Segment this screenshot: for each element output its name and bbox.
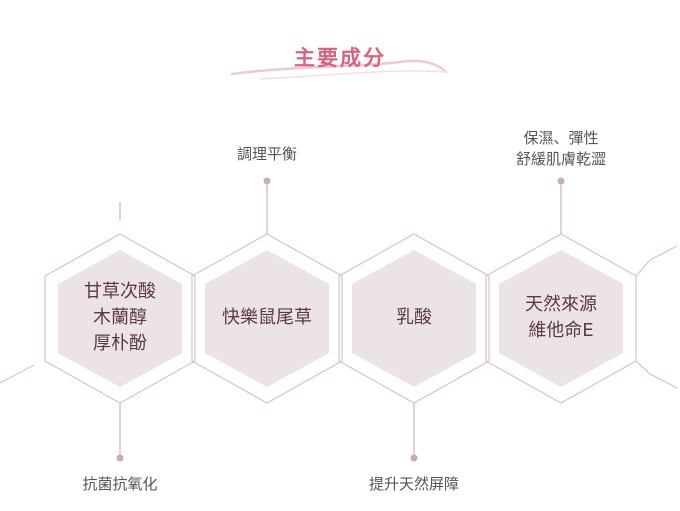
page-title: 主要成分	[294, 46, 386, 70]
ingredient-line: 木蘭醇	[93, 307, 147, 328]
ingredient-line: 甘草次酸	[84, 281, 156, 302]
ingredient-2-name: 快樂鼠尾草	[205, 305, 329, 331]
section-header: 主要成分	[220, 38, 460, 88]
hexagon-1	[44, 202, 196, 462]
hexagon-2	[191, 177, 343, 404]
dot-marker	[410, 454, 418, 462]
hexagon-4	[485, 177, 651, 404]
benefit-line: 舒緩肌膚乾澀	[515, 150, 606, 168]
connector-stub-right-top	[649, 245, 678, 261]
dot-marker	[116, 454, 124, 462]
ingredient-line: 維他命E	[528, 320, 594, 341]
ingredient-3-name: 乳酸	[352, 305, 476, 331]
connector-stub-right-bottom	[649, 373, 678, 389]
ingredient-line: 快樂鼠尾草	[222, 307, 312, 328]
ingredient-1-name: 甘草次酸 木蘭醇 厚朴酚	[58, 279, 182, 357]
ingredient-4-name: 天然來源 維他命E	[499, 292, 623, 344]
connector-stub-left	[0, 364, 35, 384]
hexagon-3	[338, 233, 490, 462]
benefit-1: 抗菌抗氧化	[82, 475, 158, 493]
ingredient-line: 乳酸	[396, 307, 432, 328]
dot-marker	[263, 177, 271, 185]
benefit-line: 保濕、彈性	[523, 129, 599, 147]
ingredient-line: 天然來源	[525, 294, 597, 315]
benefit-2: 調理平衡	[236, 145, 297, 163]
ingredient-line: 厚朴酚	[93, 333, 147, 354]
benefit-4: 保濕、彈性 舒緩肌膚乾澀	[491, 128, 631, 170]
benefit-3: 提升天然屏障	[368, 475, 459, 493]
swoosh-decoration	[230, 59, 448, 80]
dot-marker	[557, 177, 565, 185]
